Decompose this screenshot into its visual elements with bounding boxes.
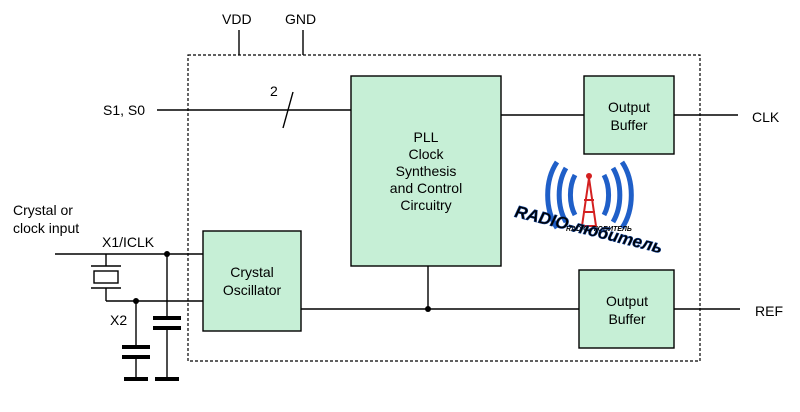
buf-ref-line-2: Buffer <box>608 311 645 327</box>
pll-line-2: Clock <box>408 146 444 162</box>
capacitor-x1 <box>153 254 181 381</box>
x1-label: X1/ICLK <box>102 234 155 250</box>
crystal-input-labels: Crystal or clock input X1/ICLK X2 <box>13 202 155 328</box>
crystal-oscillator-block: Crystal Oscillator <box>202 230 302 332</box>
select-label: S1, S0 <box>103 102 145 118</box>
crystal-symbol <box>91 254 121 301</box>
bus-width-label: 2 <box>270 83 278 99</box>
chip-boundary <box>187 54 701 362</box>
input-label-line-2: clock input <box>13 220 79 236</box>
buf-ref-line-1: Output <box>606 293 648 309</box>
output-buffer-clk: Output Buffer <box>583 75 675 155</box>
radio-watermark-logo: RADIO-ЛЮБИТЕЛЬ RADIO-любитель <box>513 160 665 257</box>
gnd-label: GND <box>285 11 316 27</box>
capacitor-x2 <box>122 301 150 381</box>
watermark-small-text: RADIO-ЛЮБИТЕЛЬ <box>566 226 632 233</box>
buf-clk-line-2: Buffer <box>610 117 647 133</box>
clk-label: CLK <box>752 109 780 125</box>
buf-clk-line-1: Output <box>608 99 650 115</box>
ref-label: REF <box>755 303 783 319</box>
power-pins: VDD GND <box>222 11 316 55</box>
pll-line-5: Circuitry <box>400 197 451 213</box>
select-bus: S1, S0 2 <box>103 83 351 129</box>
input-label-line-1: Crystal or <box>13 202 73 218</box>
x2-label: X2 <box>110 312 127 328</box>
pll-line-3: Synthesis <box>396 163 457 179</box>
pll-block: PLL Clock Synthesis and Control Circuitr… <box>350 75 502 267</box>
vdd-label: VDD <box>222 11 252 27</box>
osc-line-2: Oscillator <box>223 282 282 298</box>
watermark-title: RADIO-любитель <box>513 202 665 257</box>
osc-line-1: Crystal <box>230 264 274 280</box>
pll-line-4: and Control <box>390 180 462 196</box>
pll-line-1: PLL <box>414 129 439 145</box>
output-buffer-ref: Output Buffer <box>578 269 675 349</box>
